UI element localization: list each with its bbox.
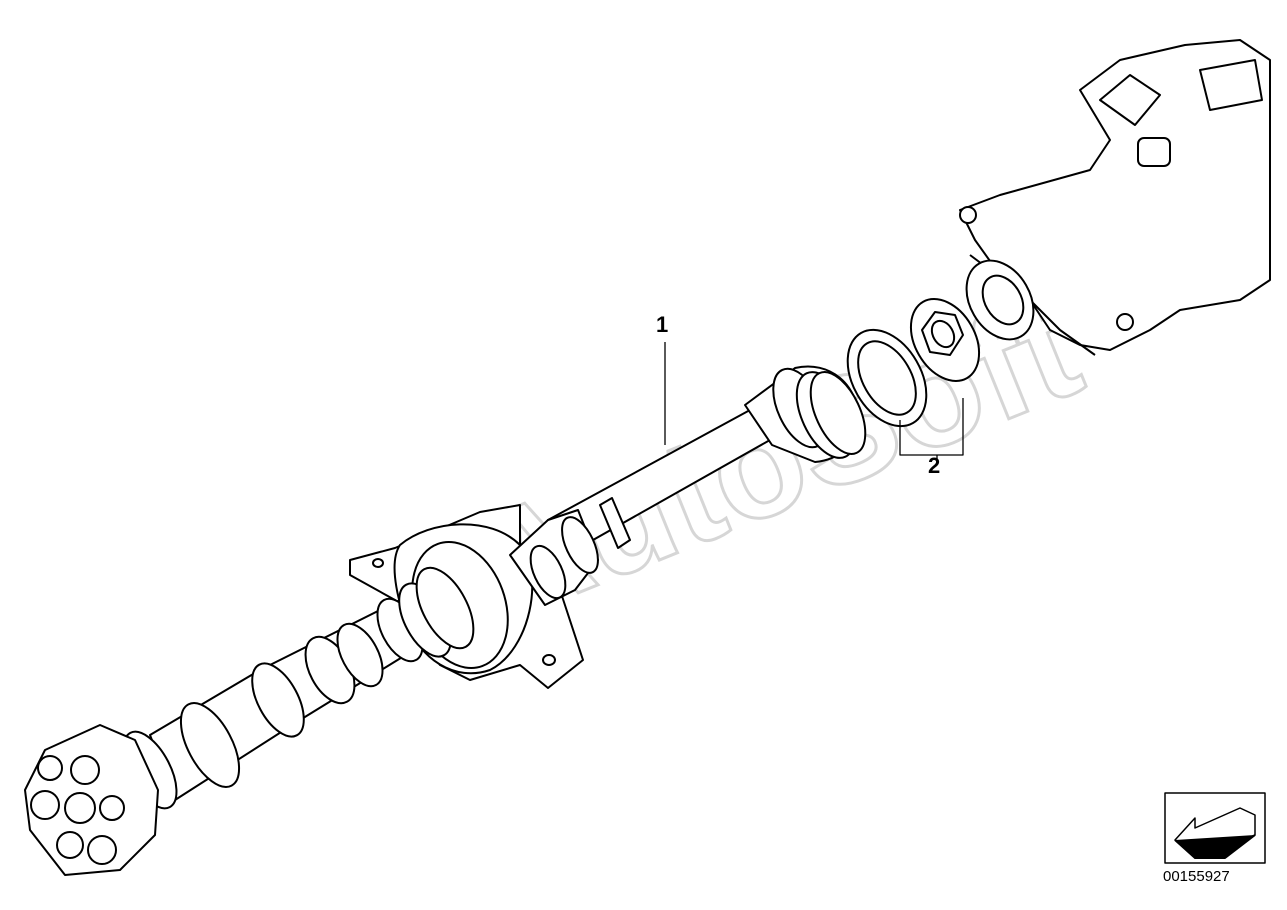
direction-arrow-legend xyxy=(1164,792,1266,864)
callout-2-bracket xyxy=(899,398,964,456)
gasket-ring-outer xyxy=(846,328,928,428)
callout-1-label: 1 xyxy=(656,312,669,337)
rear-differential xyxy=(959,39,1271,356)
front-shaft-tube xyxy=(122,566,475,810)
center-universal-joint xyxy=(509,509,599,606)
callout-2-label: 2 xyxy=(928,453,941,478)
rear-cv-joint xyxy=(744,365,867,463)
part-number: 00155927 xyxy=(1163,868,1230,885)
flex-disc-coupling xyxy=(24,724,159,876)
collar-nut xyxy=(909,298,981,382)
